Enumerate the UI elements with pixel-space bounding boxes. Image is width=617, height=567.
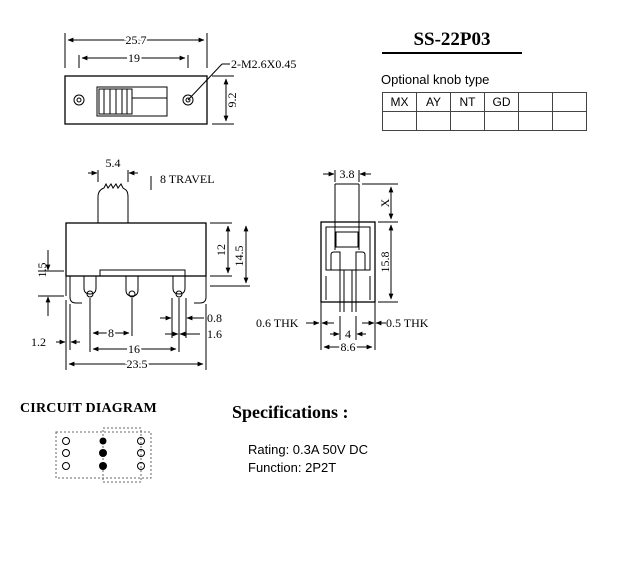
travel-note: 8 TRAVEL bbox=[160, 172, 215, 186]
dim-terminal-offset: 1.5 bbox=[35, 263, 49, 278]
knob-empty-cell bbox=[552, 111, 587, 131]
thk-left: 0.6 THK bbox=[256, 316, 299, 330]
holes-note: 2-M2.6X0.45 bbox=[231, 57, 296, 71]
spec-rating: Rating: 0.3A 50V DC bbox=[248, 442, 368, 457]
knob-type-cell: NT bbox=[450, 92, 485, 112]
thk-right: 0.5 THK bbox=[386, 316, 429, 330]
model-number: SS-22P03 bbox=[382, 28, 522, 54]
circuit-diagram-title: CIRCUIT DIAGRAM bbox=[20, 401, 157, 416]
optional-knob-label: Optional knob type bbox=[381, 72, 490, 87]
dim-base-length: 23.5 bbox=[127, 357, 148, 371]
dim-hole-spacing: 19 bbox=[128, 51, 140, 65]
knob-type-cell bbox=[552, 92, 587, 112]
specifications-title: Specifications : bbox=[232, 402, 349, 422]
dim-side-height: 15.8 bbox=[378, 252, 392, 273]
knob-empty-cell bbox=[484, 111, 519, 131]
top-view bbox=[64, 33, 234, 125]
dim-side-pin-pitch: 4 bbox=[345, 327, 351, 341]
dim-0-8: 0.8 bbox=[207, 311, 222, 325]
dim-knob-width: 5.4 bbox=[106, 156, 121, 170]
knob-empty-cell bbox=[518, 111, 553, 131]
dim-knob-thickness: 3.8 bbox=[340, 167, 355, 181]
knob-empty-cell bbox=[450, 111, 485, 131]
dim-total-height: 14.5 bbox=[232, 246, 246, 267]
dim-top-height: 9.2 bbox=[225, 93, 239, 108]
dim-side-width: 8.6 bbox=[341, 340, 356, 354]
spec-function: Function: 2P2T bbox=[248, 460, 337, 475]
knob-empty-cell bbox=[416, 111, 451, 131]
dim-outer-pins: 16 bbox=[128, 342, 140, 356]
side-view bbox=[306, 170, 398, 350]
dim-body-height: 12 bbox=[214, 244, 228, 256]
dim-1-2: 1.2 bbox=[31, 335, 46, 349]
front-view bbox=[38, 170, 250, 370]
dim-pin-pitch: 8 bbox=[108, 326, 114, 340]
knob-type-table: MX AY NT GD bbox=[382, 92, 587, 131]
knob-type-cell: MX bbox=[382, 92, 417, 112]
knob-type-cell: GD bbox=[484, 92, 519, 112]
knob-type-cell bbox=[518, 92, 553, 112]
dim-overall-width: 25.7 bbox=[126, 33, 147, 47]
dim-1-6: 1.6 bbox=[207, 327, 222, 341]
knob-empty-cell bbox=[382, 111, 417, 131]
knob-type-cell: AY bbox=[416, 92, 451, 112]
dim-x: X bbox=[378, 198, 392, 207]
